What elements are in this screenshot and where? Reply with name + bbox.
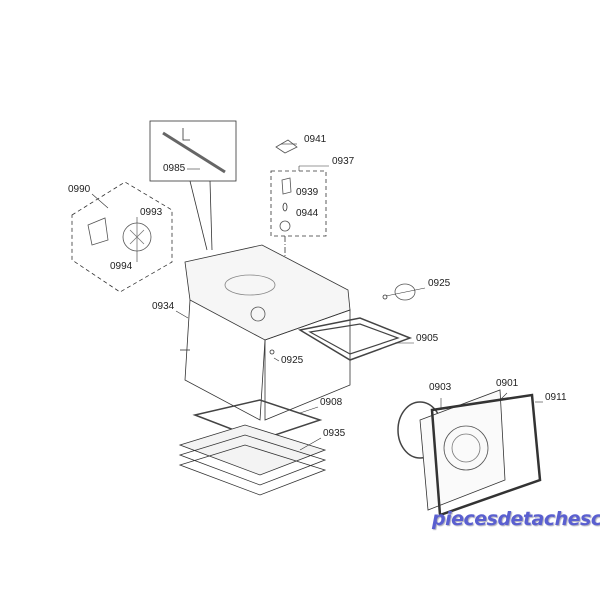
part-label-0985: 0985 (163, 163, 186, 174)
part-label-0993: 0993 (140, 207, 163, 218)
part-label-0990: 0990 (68, 184, 91, 195)
part-label-0937: 0937 (332, 156, 355, 167)
part-label-0934: 0934 (152, 301, 175, 312)
part-label-0939: 0939 (296, 187, 319, 198)
rear-panel (419, 389, 506, 511)
part-label-0903: 0903 (429, 382, 452, 393)
door-seal (430, 393, 542, 517)
top-heating-element (297, 317, 413, 361)
lamp-cover (269, 283, 416, 355)
leader-lines (91, 143, 543, 451)
part-label-0901: 0901 (496, 378, 519, 389)
oven-cavity (180, 244, 351, 421)
part-label-0941: 0941 (304, 134, 327, 145)
fan-group (71, 181, 173, 293)
part-label-0925-lamp: 0925 (428, 278, 451, 289)
lamp-group (270, 139, 327, 300)
watermark: piecesdetachesclec.com (432, 508, 600, 530)
part-label-0994: 0994 (110, 261, 133, 272)
part-label-0911: 0911 (545, 392, 567, 403)
probe-detail-callout (149, 120, 237, 251)
part-label-0944: 0944 (296, 208, 319, 219)
part-label-0925-cavity: 0925 (281, 355, 304, 366)
part-label-0908: 0908 (320, 397, 343, 408)
part-label-0935: 0935 (323, 428, 346, 439)
part-label-0905: 0905 (416, 333, 439, 344)
insulation-mat (178, 424, 327, 496)
